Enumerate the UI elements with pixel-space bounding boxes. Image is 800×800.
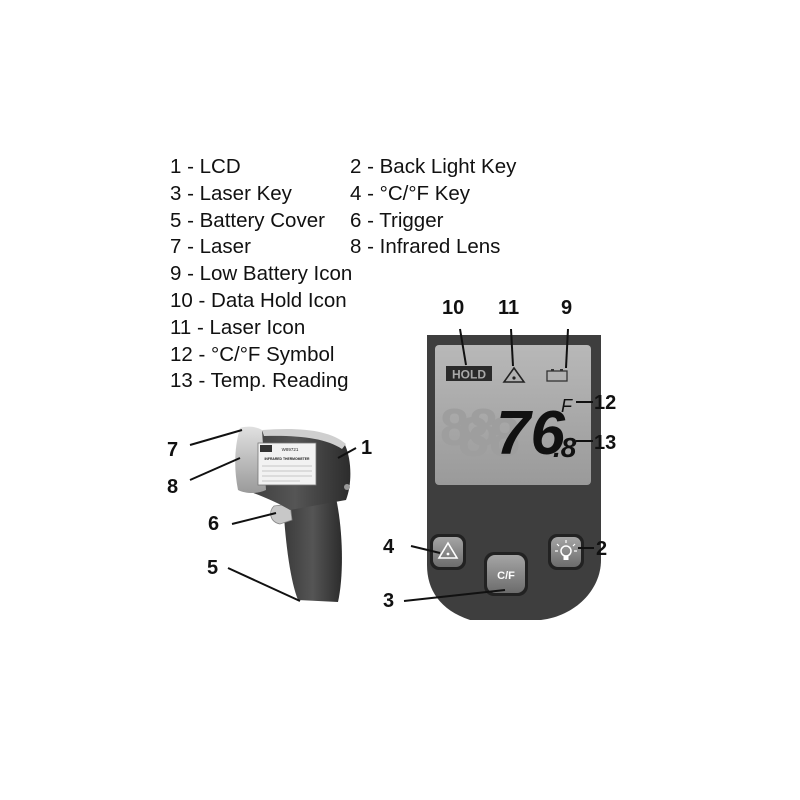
unit-symbol: F — [561, 396, 573, 416]
callout-8: 8 — [167, 476, 179, 498]
legend-row: 11 - Laser Icon — [170, 315, 516, 342]
legend-item: 1 - LCD — [170, 155, 241, 178]
legend-item: 3 - Laser Key — [170, 181, 292, 205]
laser-key-icon — [437, 541, 459, 559]
legend-item: 13 - Temp. Reading — [170, 369, 349, 393]
legend-row: 7 - Laser 8 - Infrared Lens — [170, 234, 516, 261]
display-closeup: HOLD 88 88 76 .8 F — [427, 335, 601, 620]
legend-row: 1 - LCD 2 - Back Light Key — [170, 154, 516, 181]
legend-item: 10 - Data Hold Icon — [170, 288, 347, 312]
callout-9: 9 — [561, 297, 573, 319]
legend-row: 10 - Data Hold Icon — [170, 288, 516, 315]
callout-4: 4 — [383, 536, 395, 558]
legend-row: 12 - °C/°F Symbol — [170, 342, 516, 369]
ghost-segments: 88 — [458, 405, 520, 468]
legend-item: 6 - Trigger — [350, 208, 444, 232]
callout-2: 2 — [596, 538, 608, 560]
thermometer-gun: W89721 INFRARED THERMOMETER — [235, 426, 351, 602]
cf-key[interactable]: C/F — [484, 552, 528, 596]
display-leader-lines — [403, 328, 594, 602]
callout-13: 13 — [594, 432, 617, 454]
hold-icon-bg — [446, 366, 492, 381]
callout-5: 5 — [207, 557, 219, 579]
callout-10: 10 — [442, 297, 465, 319]
parts-legend: 1 - LCD 2 - Back Light Key 3 - Laser Key 4… — [170, 154, 516, 395]
legend-item: 7 - Laser — [170, 235, 251, 259]
callout-12: 12 — [594, 392, 617, 414]
ghost-segments: 88 — [440, 399, 498, 457]
legend-item: 12 - °C/°F Symbol — [170, 342, 335, 366]
legend-item: 9 - Low Battery Icon — [170, 262, 353, 286]
gun-leader-lines — [189, 429, 357, 602]
legend-row: 3 - Laser Key 4 - °C/°F Key — [170, 181, 516, 208]
temp-reading: 76 — [496, 399, 565, 468]
callout-7: 7 — [167, 439, 179, 461]
temp-reading-decimal: .8 — [553, 432, 577, 463]
backlight-key[interactable] — [548, 534, 584, 570]
legend-item: 8 - Infrared Lens — [350, 235, 501, 259]
model-text: W89721 — [282, 447, 299, 452]
laser-icon — [502, 366, 526, 383]
legend-item: 2 - Back Light Key — [350, 155, 517, 178]
data-hold-icon: HOLD — [452, 368, 486, 382]
trigger — [270, 503, 293, 525]
callout-1: 1 — [361, 437, 373, 459]
callout-11: 11 — [498, 297, 520, 319]
legend-item: 5 - Battery Cover — [170, 208, 325, 232]
laser-key[interactable] — [430, 534, 466, 570]
legend-row: 5 - Battery Cover 6 - Trigger — [170, 208, 516, 235]
callout-3: 3 — [383, 590, 395, 612]
brand-text: INFRARED THERMOMETER — [264, 457, 310, 461]
top-trim — [262, 428, 346, 449]
low-battery-icon — [546, 370, 568, 382]
cf-key-label: C/F — [497, 570, 515, 582]
gun-handle — [283, 498, 342, 602]
legend-item: 4 - °C/°F Key — [350, 181, 471, 205]
legend-row: 9 - Low Battery Icon — [170, 261, 516, 288]
callout-6: 6 — [208, 513, 220, 535]
legend-row: 13 - Temp. Reading — [170, 368, 516, 395]
legend-item: 11 - Laser Icon — [170, 315, 306, 339]
